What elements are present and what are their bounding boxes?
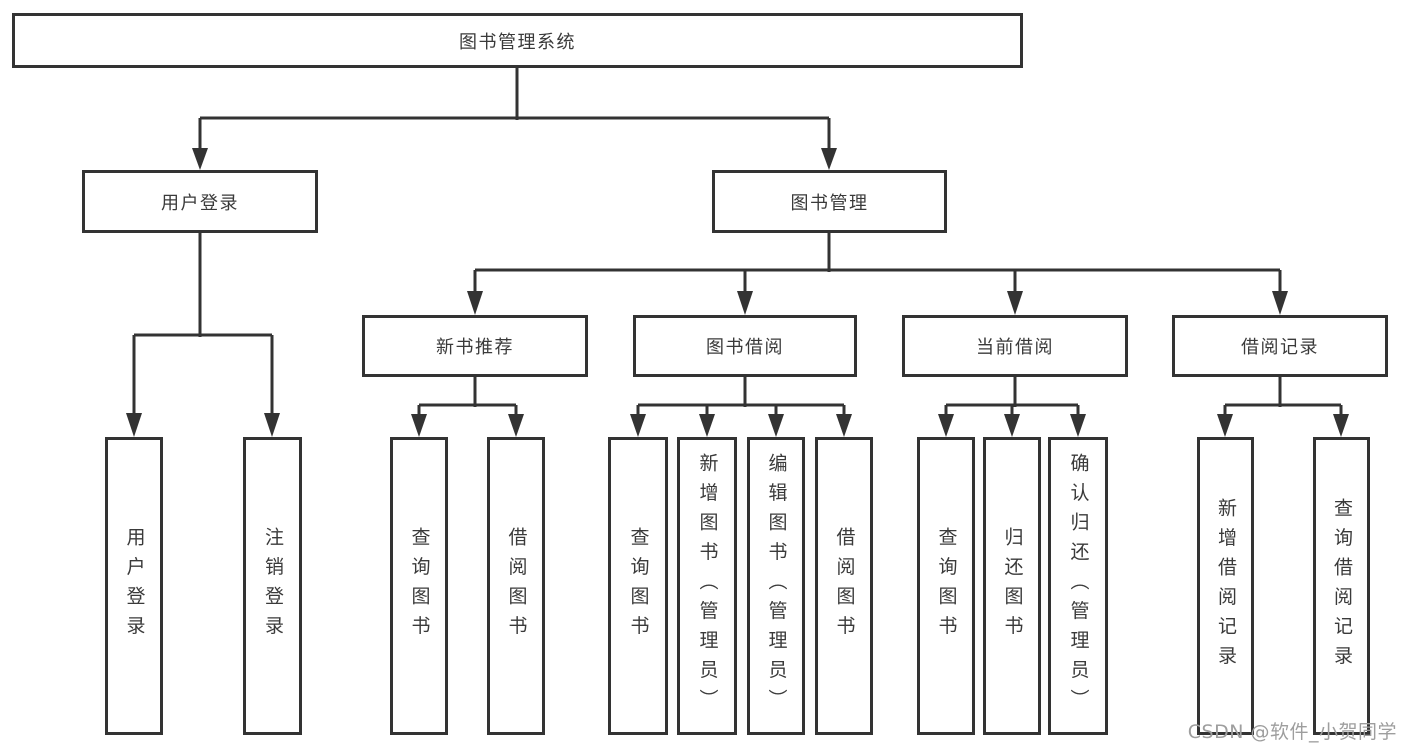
node-bb-borrow-books: 借阅图书 [815, 437, 873, 735]
node-bb-edit-books-admin-label: 编辑图书（管理员） [765, 453, 788, 719]
csdn-watermark: CSDN @软件_小贺同学 [1187, 721, 1397, 743]
node-cb-query-books: 查询图书 [917, 437, 975, 735]
node-nbr-query-books: 查询图书 [390, 437, 448, 735]
node-book-borrowing-label: 图书借阅 [706, 337, 784, 358]
node-bb-add-books-admin: 新增图书（管理员） [677, 437, 737, 735]
node-logout-label: 注销登录 [262, 527, 284, 645]
node-cb-confirm-return-admin-label: 确认归还（管理员） [1067, 453, 1090, 719]
node-logout: 注销登录 [243, 437, 302, 735]
node-br-query-record: 查询借阅记录 [1313, 437, 1370, 735]
node-bb-query-books-label: 查询图书 [627, 527, 650, 645]
node-cb-return-books-label: 归还图书 [1001, 527, 1024, 645]
node-new-book-recommend: 新书推荐 [362, 315, 588, 377]
node-nbr-query-books-label: 查询图书 [408, 527, 431, 645]
node-nbr-borrow-books-label: 借阅图书 [505, 527, 528, 645]
node-book-borrowing: 图书借阅 [633, 315, 857, 377]
node-current-borrowing: 当前借阅 [902, 315, 1128, 377]
node-current-borrowing-label: 当前借阅 [976, 337, 1054, 358]
node-bb-add-books-admin-label: 新增图书（管理员） [696, 453, 719, 719]
node-book-management-label: 图书管理 [790, 192, 869, 214]
node-user-login-action: 用户登录 [105, 437, 163, 735]
node-new-book-recommend-label: 新书推荐 [436, 337, 514, 358]
node-library-system: 图书管理系统 [12, 13, 1023, 68]
node-book-management: 图书管理 [712, 170, 947, 233]
node-br-add-record: 新增借阅记录 [1197, 437, 1254, 735]
node-bb-edit-books-admin: 编辑图书（管理员） [747, 437, 805, 735]
node-borrow-records-label: 借阅记录 [1241, 337, 1319, 358]
node-user-login-label: 用户登录 [161, 192, 239, 214]
node-cb-confirm-return-admin: 确认归还（管理员） [1048, 437, 1108, 735]
node-cb-query-books-label: 查询图书 [935, 527, 958, 645]
node-user-login: 用户登录 [82, 170, 318, 233]
node-br-add-record-label: 新增借阅记录 [1215, 497, 1237, 675]
node-bb-borrow-books-label: 借阅图书 [833, 527, 856, 645]
node-br-query-record-label: 查询借阅记录 [1331, 497, 1353, 675]
node-library-system-label: 图书管理系统 [459, 31, 576, 53]
node-cb-return-books: 归还图书 [983, 437, 1041, 735]
node-bb-query-books: 查询图书 [608, 437, 668, 735]
node-borrow-records: 借阅记录 [1172, 315, 1388, 377]
node-nbr-borrow-books: 借阅图书 [487, 437, 545, 735]
node-user-login-action-label: 用户登录 [123, 527, 146, 645]
